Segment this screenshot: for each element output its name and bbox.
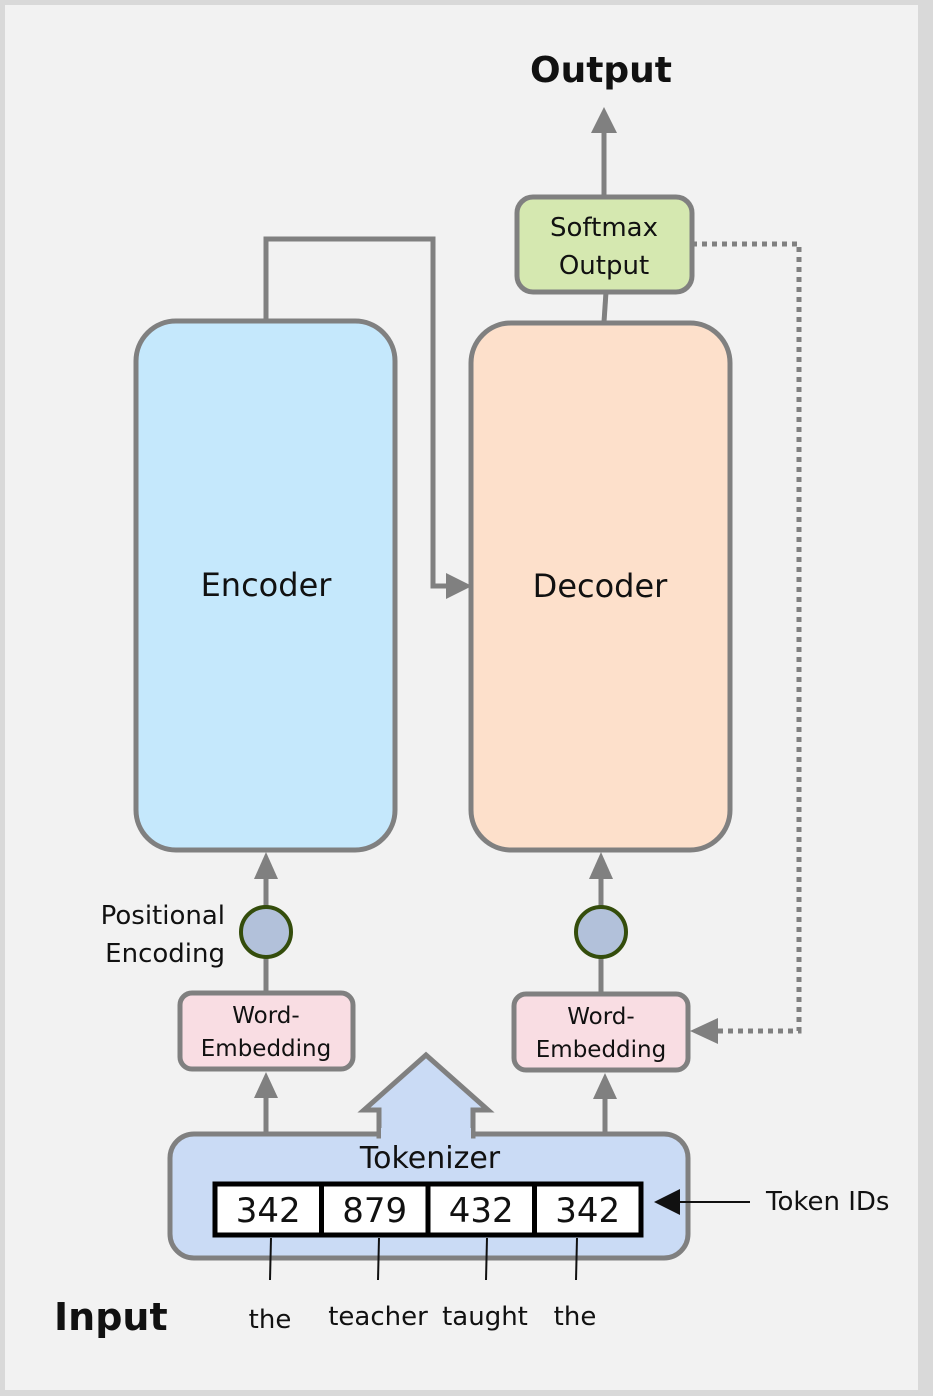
input-word: teacher — [328, 1302, 428, 1332]
decoder-block — [468, 320, 733, 853]
encoder-positional-encoding-circle — [239, 905, 293, 959]
token-id-cell — [532, 1181, 644, 1238]
output-arrowhead-icon — [591, 107, 617, 133]
output-title: Output — [530, 50, 672, 91]
tokenizer-label: Tokenizer — [359, 1141, 501, 1176]
decoder-word-embedding-box — [511, 991, 691, 1073]
feedback-arrowhead-icon — [690, 1018, 718, 1044]
token-id-value: 342 — [236, 1191, 301, 1231]
feedback-dotted-line — [692, 241, 802, 1034]
encoder-word-embedding-box — [177, 990, 356, 1072]
input-word: the — [554, 1302, 597, 1332]
decoder-embedding-label-2: Embedding — [536, 1037, 666, 1063]
input-label: Input — [54, 1295, 168, 1339]
softmax-label-1: Softmax — [550, 213, 658, 243]
token-ids-arrowhead-icon — [654, 1189, 680, 1215]
input-word: the — [249, 1305, 292, 1335]
encoder-decoder-arrowhead-icon — [446, 573, 472, 599]
input-word: taught — [442, 1302, 528, 1332]
encoder-embedding-label-2: Embedding — [201, 1036, 331, 1062]
encoder-label: Encoder — [201, 566, 333, 604]
softmax-label-2: Output — [559, 251, 649, 281]
token-connector-line — [575, 1237, 578, 1281]
positional-encoding-label-2: Encoding — [105, 939, 225, 969]
token-id-value: 432 — [449, 1191, 514, 1231]
positional-encoding-label-1: Positional — [101, 901, 225, 931]
token-connector-line — [377, 1237, 380, 1281]
decoder-to-softmax-line — [601, 291, 609, 323]
decoder-embedding-label-1: Word- — [567, 1004, 634, 1030]
tokenizer-to-decoder-arrowhead-icon — [593, 1073, 617, 1099]
decoder-input-arrowhead-icon — [589, 852, 613, 879]
tokenizer-to-encoder-arrowhead-icon — [254, 1072, 278, 1098]
token-connector-line — [485, 1237, 488, 1281]
token-ids-label: Token IDs — [765, 1187, 889, 1217]
decoder-label: Decoder — [533, 567, 669, 605]
tokenizer-big-arrow-icon — [357, 1051, 495, 1139]
token-connector-line — [269, 1237, 272, 1281]
token-id-row: 342 the 879 teacher 432 taught 342 the — [212, 1181, 644, 1335]
arrow-joint — [381, 1128, 471, 1140]
token-id-value: 879 — [342, 1191, 407, 1231]
encoder-input-arrowhead-icon — [254, 852, 278, 879]
encoder-decoder-connector — [263, 236, 450, 589]
decoder-positional-encoding-circle — [574, 905, 628, 959]
encoder-embedding-label-1: Word- — [232, 1003, 299, 1029]
token-id-value: 342 — [555, 1191, 620, 1231]
